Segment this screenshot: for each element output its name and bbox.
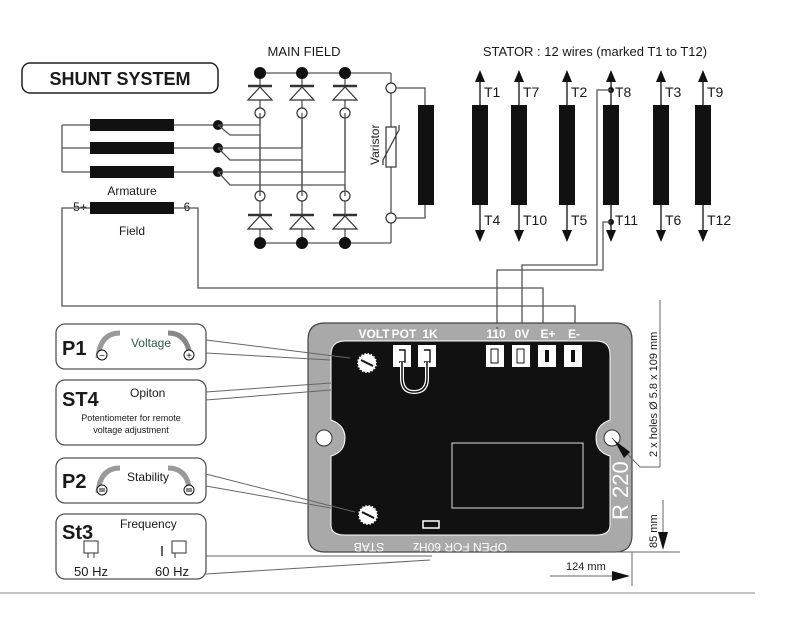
diode-upper-2 [288, 86, 316, 101]
armature-winding-2 [90, 142, 174, 154]
terminal-label-t9: T9 [707, 84, 724, 100]
diode-lower-2 [288, 215, 316, 230]
diode-upper-1 [246, 86, 274, 101]
jumper-st3-frequency[interactable] [422, 520, 440, 529]
callout-st3: St3 Frequency 50 Hz 60 Hz [55, 513, 432, 580]
main-field-label: MAIN FIELD [268, 44, 341, 59]
bridge-node-bottom-2 [296, 237, 308, 249]
rectifier-bridge [246, 67, 392, 249]
dimension-height: 85 mm [648, 514, 660, 548]
callout-p1: P1 − + Voltage [55, 323, 351, 370]
diode-lower-3 [331, 215, 359, 230]
terminal-label-t8: T8 [615, 84, 632, 100]
bridge-node-top-2 [296, 67, 308, 79]
field-label: Field [119, 224, 145, 238]
label-e-minus: E- [568, 327, 580, 341]
varistor-label: Varistor [368, 125, 382, 165]
mounting-hole-left [315, 429, 333, 447]
st3-code: St3 [62, 522, 93, 544]
st4-code: ST4 [62, 389, 100, 411]
callout-st4: ST4 Opiton Potentiometer for remote volt… [55, 379, 332, 446]
potentiometer-p1-voltage[interactable] [356, 352, 378, 374]
label-1k: 1K [422, 327, 438, 341]
armature-winding-1 [90, 119, 174, 131]
st3-option-60hz: 60 Hz [155, 564, 189, 579]
terminal-label-t11: T11 [615, 212, 638, 228]
terminal-e-plus[interactable] [538, 345, 556, 367]
jumper-closed-icon [83, 540, 99, 554]
terminal-label-t7: T7 [523, 84, 540, 100]
terminal-label-t2: T2 [571, 84, 588, 100]
p1-minus-icon: − [99, 351, 105, 362]
field-minus-label: 6- [184, 200, 195, 214]
armature: Armature [61, 113, 346, 198]
armature-label: Armature [107, 184, 157, 198]
dimension-holes: 2 x holes Ø 5.8 x 109 mm [648, 332, 660, 457]
terminal-label-t4: T4 [484, 212, 501, 228]
terminal-label-t1: T1 [484, 84, 501, 100]
label-stab: STAB [354, 540, 384, 554]
terminal-e-minus[interactable] [564, 345, 582, 367]
bridge-node-top-1 [254, 67, 266, 79]
regulator-r220: VOLT POT 1K 110 0V E+ E- STAB OPEN FOR 6… [307, 322, 633, 554]
p1-name: Voltage [131, 336, 171, 350]
bridge-node-bottom-1 [254, 237, 266, 249]
potentiometer-p2-stability[interactable] [357, 504, 379, 526]
armature-winding-3 [90, 166, 174, 178]
st4-desc-line2: voltage adjustment [93, 425, 169, 435]
dimension-width: 124 mm [566, 561, 606, 573]
st4-name: Opiton [130, 386, 165, 400]
p2-name: Stability [127, 470, 169, 484]
terminal-0v[interactable] [512, 345, 530, 367]
dimensions: 2 x holes Ø 5.8 x 109 mm 85 mm 124 mm [550, 300, 680, 586]
label-e-plus: E+ [540, 327, 555, 341]
terminal-label-t6: T6 [665, 212, 682, 228]
exciter-field: 5+ 6- Field [61, 200, 576, 327]
terminal-label-t10: T10 [523, 212, 547, 228]
label-window [451, 442, 584, 509]
st3-name: Frequency [120, 517, 177, 531]
stator: STATOR : 12 wires (marked T1 to T12) T1T… [472, 44, 731, 327]
label-110: 110 [486, 327, 506, 341]
p1-code: P1 [62, 338, 86, 360]
terminal-label-t3: T3 [665, 84, 682, 100]
label-volt: VOLT [358, 327, 390, 341]
model-label: R 220 [608, 461, 633, 520]
title-box: SHUNT SYSTEM [21, 62, 219, 94]
field-plus-label: 5+ [73, 200, 87, 214]
bridge-node-bottom-3 [339, 237, 351, 249]
label-0v: 0V [515, 327, 530, 341]
p1-plus-icon: + [186, 351, 192, 362]
st3-option-50hz: 50 Hz [74, 564, 108, 579]
diode-lower-1 [246, 215, 274, 230]
stator-title: STATOR : 12 wires (marked T1 to T12) [483, 44, 707, 59]
main-field-winding [418, 105, 434, 205]
label-open-for-60hz: OPEN FOR 60Hz [413, 540, 507, 554]
bridge-node-top-3 [339, 67, 351, 79]
diode-upper-3 [331, 86, 359, 101]
terminal-label-t5: T5 [571, 212, 588, 228]
label-pot: POT [392, 327, 417, 341]
terminal-110[interactable] [486, 345, 504, 367]
terminal-label-t12: T12 [707, 212, 731, 228]
p2-code: P2 [62, 471, 86, 493]
callout-p2: P2 Stability [55, 457, 356, 513]
varistor: Varistor [368, 82, 434, 224]
jumper-open-icon [171, 540, 187, 554]
st4-desc-line1: Potentiometer for remote [81, 413, 181, 423]
title-text: SHUNT SYSTEM [49, 69, 190, 89]
